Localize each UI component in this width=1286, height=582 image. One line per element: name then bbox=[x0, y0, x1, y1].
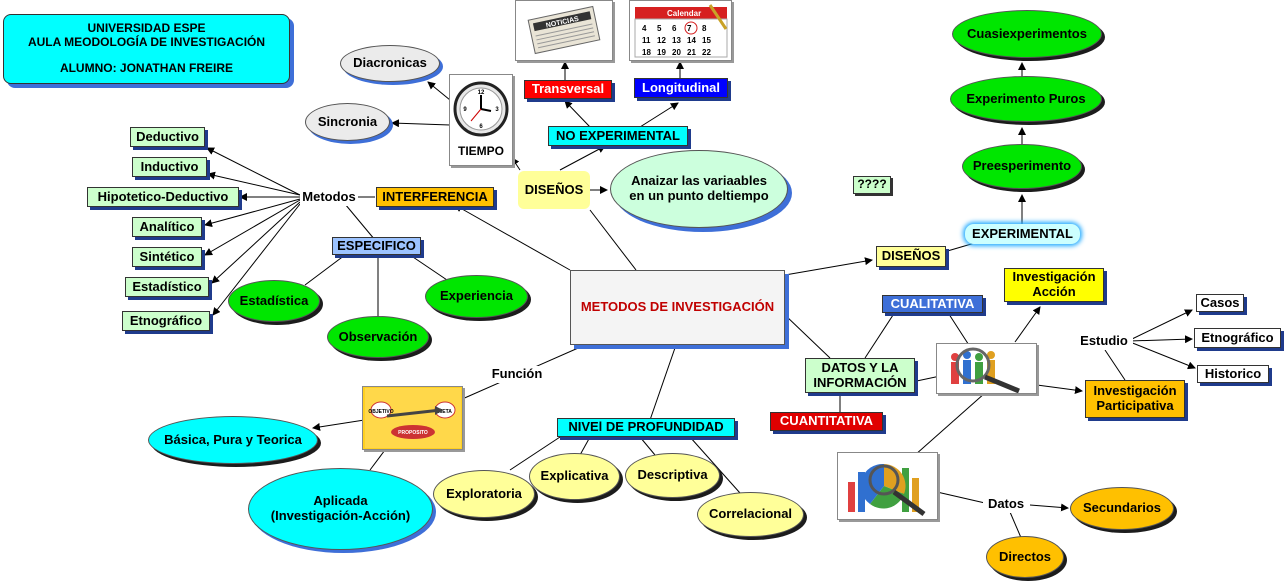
method-hipotetico[interactable]: Hipotetico-Deductivo bbox=[87, 187, 239, 207]
question-node[interactable]: ???? bbox=[853, 176, 891, 194]
method-inductivo[interactable]: Inductivo bbox=[132, 157, 207, 177]
longitudinal-node[interactable]: Longitudinal bbox=[634, 78, 728, 98]
method-analitico[interactable]: Analítico bbox=[132, 217, 202, 237]
disenos-top-node[interactable]: DISEÑOS bbox=[518, 171, 590, 209]
investigacion-participativa-node[interactable]: Investigación Participativa bbox=[1085, 380, 1185, 418]
estudio-etnografico[interactable]: Etnográfico bbox=[1194, 328, 1281, 348]
funcion-basica[interactable]: Básica, Pura y Teorica bbox=[148, 416, 318, 464]
no-experimental-node[interactable]: NO EXPERIMENTAL bbox=[548, 126, 688, 146]
target-arrow-icon: OBJETIVO META PROPOSITO bbox=[364, 388, 461, 448]
svg-text:18: 18 bbox=[642, 48, 651, 57]
svg-text:15: 15 bbox=[702, 36, 711, 45]
edge-center-profundidad bbox=[649, 344, 677, 421]
analyze-node[interactable]: Anaizar las variaables en un punto delti… bbox=[610, 150, 788, 228]
svg-text:12: 12 bbox=[657, 36, 666, 45]
people-magnifier-icon bbox=[950, 347, 1020, 393]
people-image bbox=[936, 343, 1037, 394]
profundidad-explicativa[interactable]: Explicativa bbox=[529, 453, 620, 500]
proposito-bottom-word: PROPOSITO bbox=[398, 430, 428, 436]
newspaper-image: NOTICIAS bbox=[515, 0, 613, 61]
experimental-cuasi[interactable]: Cuasiexperimentos bbox=[952, 10, 1102, 58]
analytics-icon bbox=[847, 463, 925, 517]
profundidad-descriptiva[interactable]: Descriptiva bbox=[625, 453, 720, 498]
especifico-experiencia[interactable]: Experiencia bbox=[425, 275, 528, 318]
datos-label: Datos bbox=[983, 496, 1029, 513]
especifico-estadistica[interactable]: Estadística bbox=[228, 280, 320, 322]
svg-text:7: 7 bbox=[687, 24, 692, 33]
experimental-preesperimento[interactable]: Preesperimento bbox=[962, 144, 1082, 189]
svg-text:12: 12 bbox=[478, 90, 485, 96]
proposito-right-word: META bbox=[438, 409, 452, 415]
method-estadistico[interactable]: Estadístico bbox=[125, 277, 209, 297]
profundidad-correlacional[interactable]: Correlacional bbox=[697, 492, 804, 537]
svg-text:5: 5 bbox=[657, 24, 662, 33]
metodos-label: Metodos bbox=[300, 189, 358, 206]
svg-text:20: 20 bbox=[672, 48, 681, 57]
edge-center-datos bbox=[784, 314, 831, 359]
funcion-label: Función bbox=[487, 366, 547, 383]
method-etnografico[interactable]: Etnográfico bbox=[122, 311, 210, 331]
svg-text:13: 13 bbox=[672, 36, 681, 45]
tiempo-node[interactable]: 12 3 6 9 TIEMPO bbox=[449, 74, 513, 166]
disenos-right-node[interactable]: DISEÑOS bbox=[876, 246, 946, 267]
time-sincronia[interactable]: Sincronia bbox=[305, 103, 390, 141]
svg-text:11: 11 bbox=[642, 36, 651, 45]
svg-text:4: 4 bbox=[642, 24, 647, 33]
svg-text:19: 19 bbox=[657, 48, 666, 57]
cuantitativa-node[interactable]: CUANTITATIVA bbox=[770, 412, 883, 431]
svg-text:3: 3 bbox=[495, 107, 499, 113]
estudio-label: Estudio bbox=[1075, 333, 1133, 350]
tiempo-label: TIEMPO bbox=[457, 144, 504, 158]
clock-icon: 12 3 6 9 bbox=[453, 81, 509, 137]
experimental-node[interactable]: EXPERIMENTAL bbox=[965, 224, 1080, 244]
transversal-node[interactable]: Transversal bbox=[524, 80, 612, 99]
datos-directos[interactable]: Directos bbox=[986, 536, 1064, 578]
especifico-node[interactable]: ESPECIFICO bbox=[332, 237, 421, 255]
time-diacronicas[interactable]: Diacronicas bbox=[340, 45, 440, 82]
datos-secundarios[interactable]: Secundarios bbox=[1070, 487, 1174, 530]
svg-text:22: 22 bbox=[702, 48, 711, 57]
edge-metodos-especifico bbox=[344, 203, 376, 241]
edge-center-disenos-right bbox=[784, 257, 873, 276]
estudio-casos[interactable]: Casos bbox=[1196, 294, 1244, 312]
method-sintetico[interactable]: Sintético bbox=[132, 247, 202, 267]
calendar-title: Calendar bbox=[667, 9, 701, 18]
method-deductivo[interactable]: Deductivo bbox=[130, 127, 205, 147]
svg-text:6: 6 bbox=[479, 124, 483, 130]
center-node[interactable]: METODOS DE INVESTIGACIÓN bbox=[570, 270, 785, 345]
svg-text:8: 8 bbox=[702, 24, 707, 33]
proposito-image: OBJETIVO META PROPOSITO bbox=[362, 386, 463, 450]
header-card: UNIVERSIDAD ESPE AULA MEODOLOGÍA DE INVE… bbox=[3, 14, 290, 84]
estudio-historico[interactable]: Historico bbox=[1197, 365, 1269, 383]
datos-informacion-node[interactable]: DATOS Y LA INFORMACIÓN bbox=[805, 358, 915, 393]
experimental-puros[interactable]: Experimento Puros bbox=[950, 76, 1102, 122]
cualitativa-node[interactable]: CUALITATIVA bbox=[882, 295, 983, 313]
funcion-aplicada[interactable]: Aplicada (Investigación-Acción) bbox=[248, 468, 433, 550]
analytics-image bbox=[837, 452, 938, 520]
calendar-icon: Calendar 4 5 6 7 8 11 12 13 14 15 18 19 20 21 22 bbox=[634, 3, 727, 57]
profundidad-exploratoria[interactable]: Exploratoria bbox=[433, 470, 535, 518]
proposito-left-word: OBJETIVO bbox=[368, 409, 393, 415]
edge-center-interferencia bbox=[454, 204, 571, 271]
especifico-observacion[interactable]: Observación bbox=[327, 316, 429, 358]
investigacion-accion-node[interactable]: Investigación Acción bbox=[1004, 268, 1104, 302]
svg-text:6: 6 bbox=[672, 24, 677, 33]
edge-center-disenos bbox=[589, 209, 637, 271]
header-university: UNIVERSIDAD ESPE bbox=[87, 21, 206, 36]
newspaper-icon: NOTICIAS bbox=[527, 5, 601, 55]
profundidad-node[interactable]: NIVEl DE PROFUNDIDAD bbox=[557, 418, 735, 437]
interferencia-node[interactable]: INTERFERENCIA bbox=[376, 187, 494, 207]
svg-text:14: 14 bbox=[687, 36, 696, 45]
svg-text:9: 9 bbox=[463, 107, 467, 113]
header-student: ALUMNO: JONATHAN FREIRE bbox=[59, 60, 234, 75]
svg-text:21: 21 bbox=[687, 48, 696, 57]
calendar-image: Calendar 4 5 6 7 8 11 12 13 14 15 18 19 20 21 22 bbox=[629, 0, 732, 61]
header-course: AULA MEODOLOGÍA DE INVESTIGACIÓN bbox=[27, 35, 266, 50]
